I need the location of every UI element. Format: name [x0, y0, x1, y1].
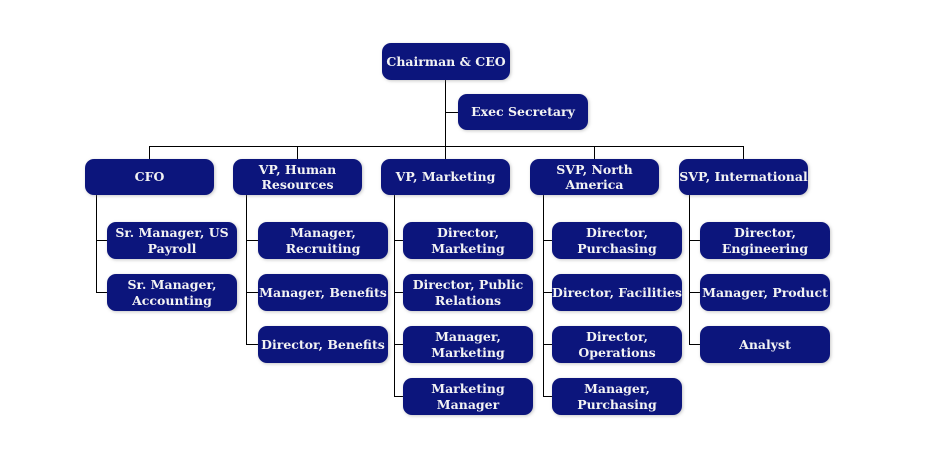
- connector-branch-vp-marketing: [394, 195, 395, 397]
- connector-stub: [543, 396, 552, 397]
- node-director-marketing: Director, Marketing: [403, 222, 533, 259]
- connector-branch-svp-na: [543, 195, 544, 397]
- connector-level2-rail: [149, 146, 744, 147]
- connector-stub: [543, 240, 552, 241]
- connector-stub: [246, 292, 258, 293]
- node-manager-benefits: Manager, Benefits: [258, 274, 388, 311]
- connector-stub: [96, 292, 107, 293]
- connector-exec-secretary-stub: [445, 112, 458, 113]
- connector-stub: [689, 344, 700, 345]
- node-vp-marketing: VP, Marketing: [381, 159, 510, 195]
- connector-branch-svp-intl: [689, 195, 690, 345]
- node-analyst: Analyst: [700, 326, 830, 363]
- node-manager-purchasing: Manager, Purchasing: [552, 378, 682, 415]
- node-manager-product: Manager, Product: [700, 274, 830, 311]
- node-director-purchasing: Director, Purchasing: [552, 222, 682, 259]
- connector-branch-cfo: [96, 195, 97, 293]
- node-director-facilities: Director, Facilities: [552, 274, 682, 311]
- node-director-operations: Director, Operations: [552, 326, 682, 363]
- connector-stub: [394, 292, 403, 293]
- node-manager-recruiting: Manager, Recruiting: [258, 222, 388, 259]
- node-director-benefits: Director, Benefits: [258, 326, 388, 363]
- node-svp-international: SVP, International: [679, 159, 808, 195]
- connector-stub: [246, 240, 258, 241]
- connector-drop-cfo: [149, 146, 150, 160]
- connector-stub: [689, 240, 700, 241]
- connector-stub: [394, 344, 403, 345]
- connector-drop-svp-na: [594, 146, 595, 160]
- connector-drop-vp-marketing: [445, 146, 446, 160]
- connector-stub: [543, 344, 552, 345]
- connector-drop-svp-intl: [743, 146, 744, 160]
- connector-root-vertical: [445, 80, 446, 146]
- node-sr-manager-accounting: Sr. Manager, Accounting: [107, 274, 237, 311]
- node-manager-marketing: Manager, Marketing: [403, 326, 533, 363]
- node-marketing-manager: Marketing Manager: [403, 378, 533, 415]
- connector-drop-vp-hr: [297, 146, 298, 160]
- node-sr-manager-us-payroll: Sr. Manager, US Payroll: [107, 222, 237, 259]
- connector-branch-vp-hr: [246, 195, 247, 345]
- connector-stub: [394, 240, 403, 241]
- node-svp-north-america: SVP, North America: [530, 159, 659, 195]
- connector-stub: [689, 292, 700, 293]
- node-exec-secretary: Exec Secretary: [458, 94, 588, 130]
- node-director-engineering: Director, Engineering: [700, 222, 830, 259]
- node-director-public-relations: Director, Public Relations: [403, 274, 533, 311]
- connector-stub: [543, 292, 552, 293]
- node-cfo: CFO: [85, 159, 214, 195]
- connector-stub: [394, 396, 403, 397]
- connector-stub: [96, 240, 107, 241]
- connector-stub: [246, 344, 258, 345]
- node-chairman-ceo: Chairman & CEO: [382, 43, 510, 80]
- node-vp-human-resources: VP, Human Resources: [233, 159, 362, 195]
